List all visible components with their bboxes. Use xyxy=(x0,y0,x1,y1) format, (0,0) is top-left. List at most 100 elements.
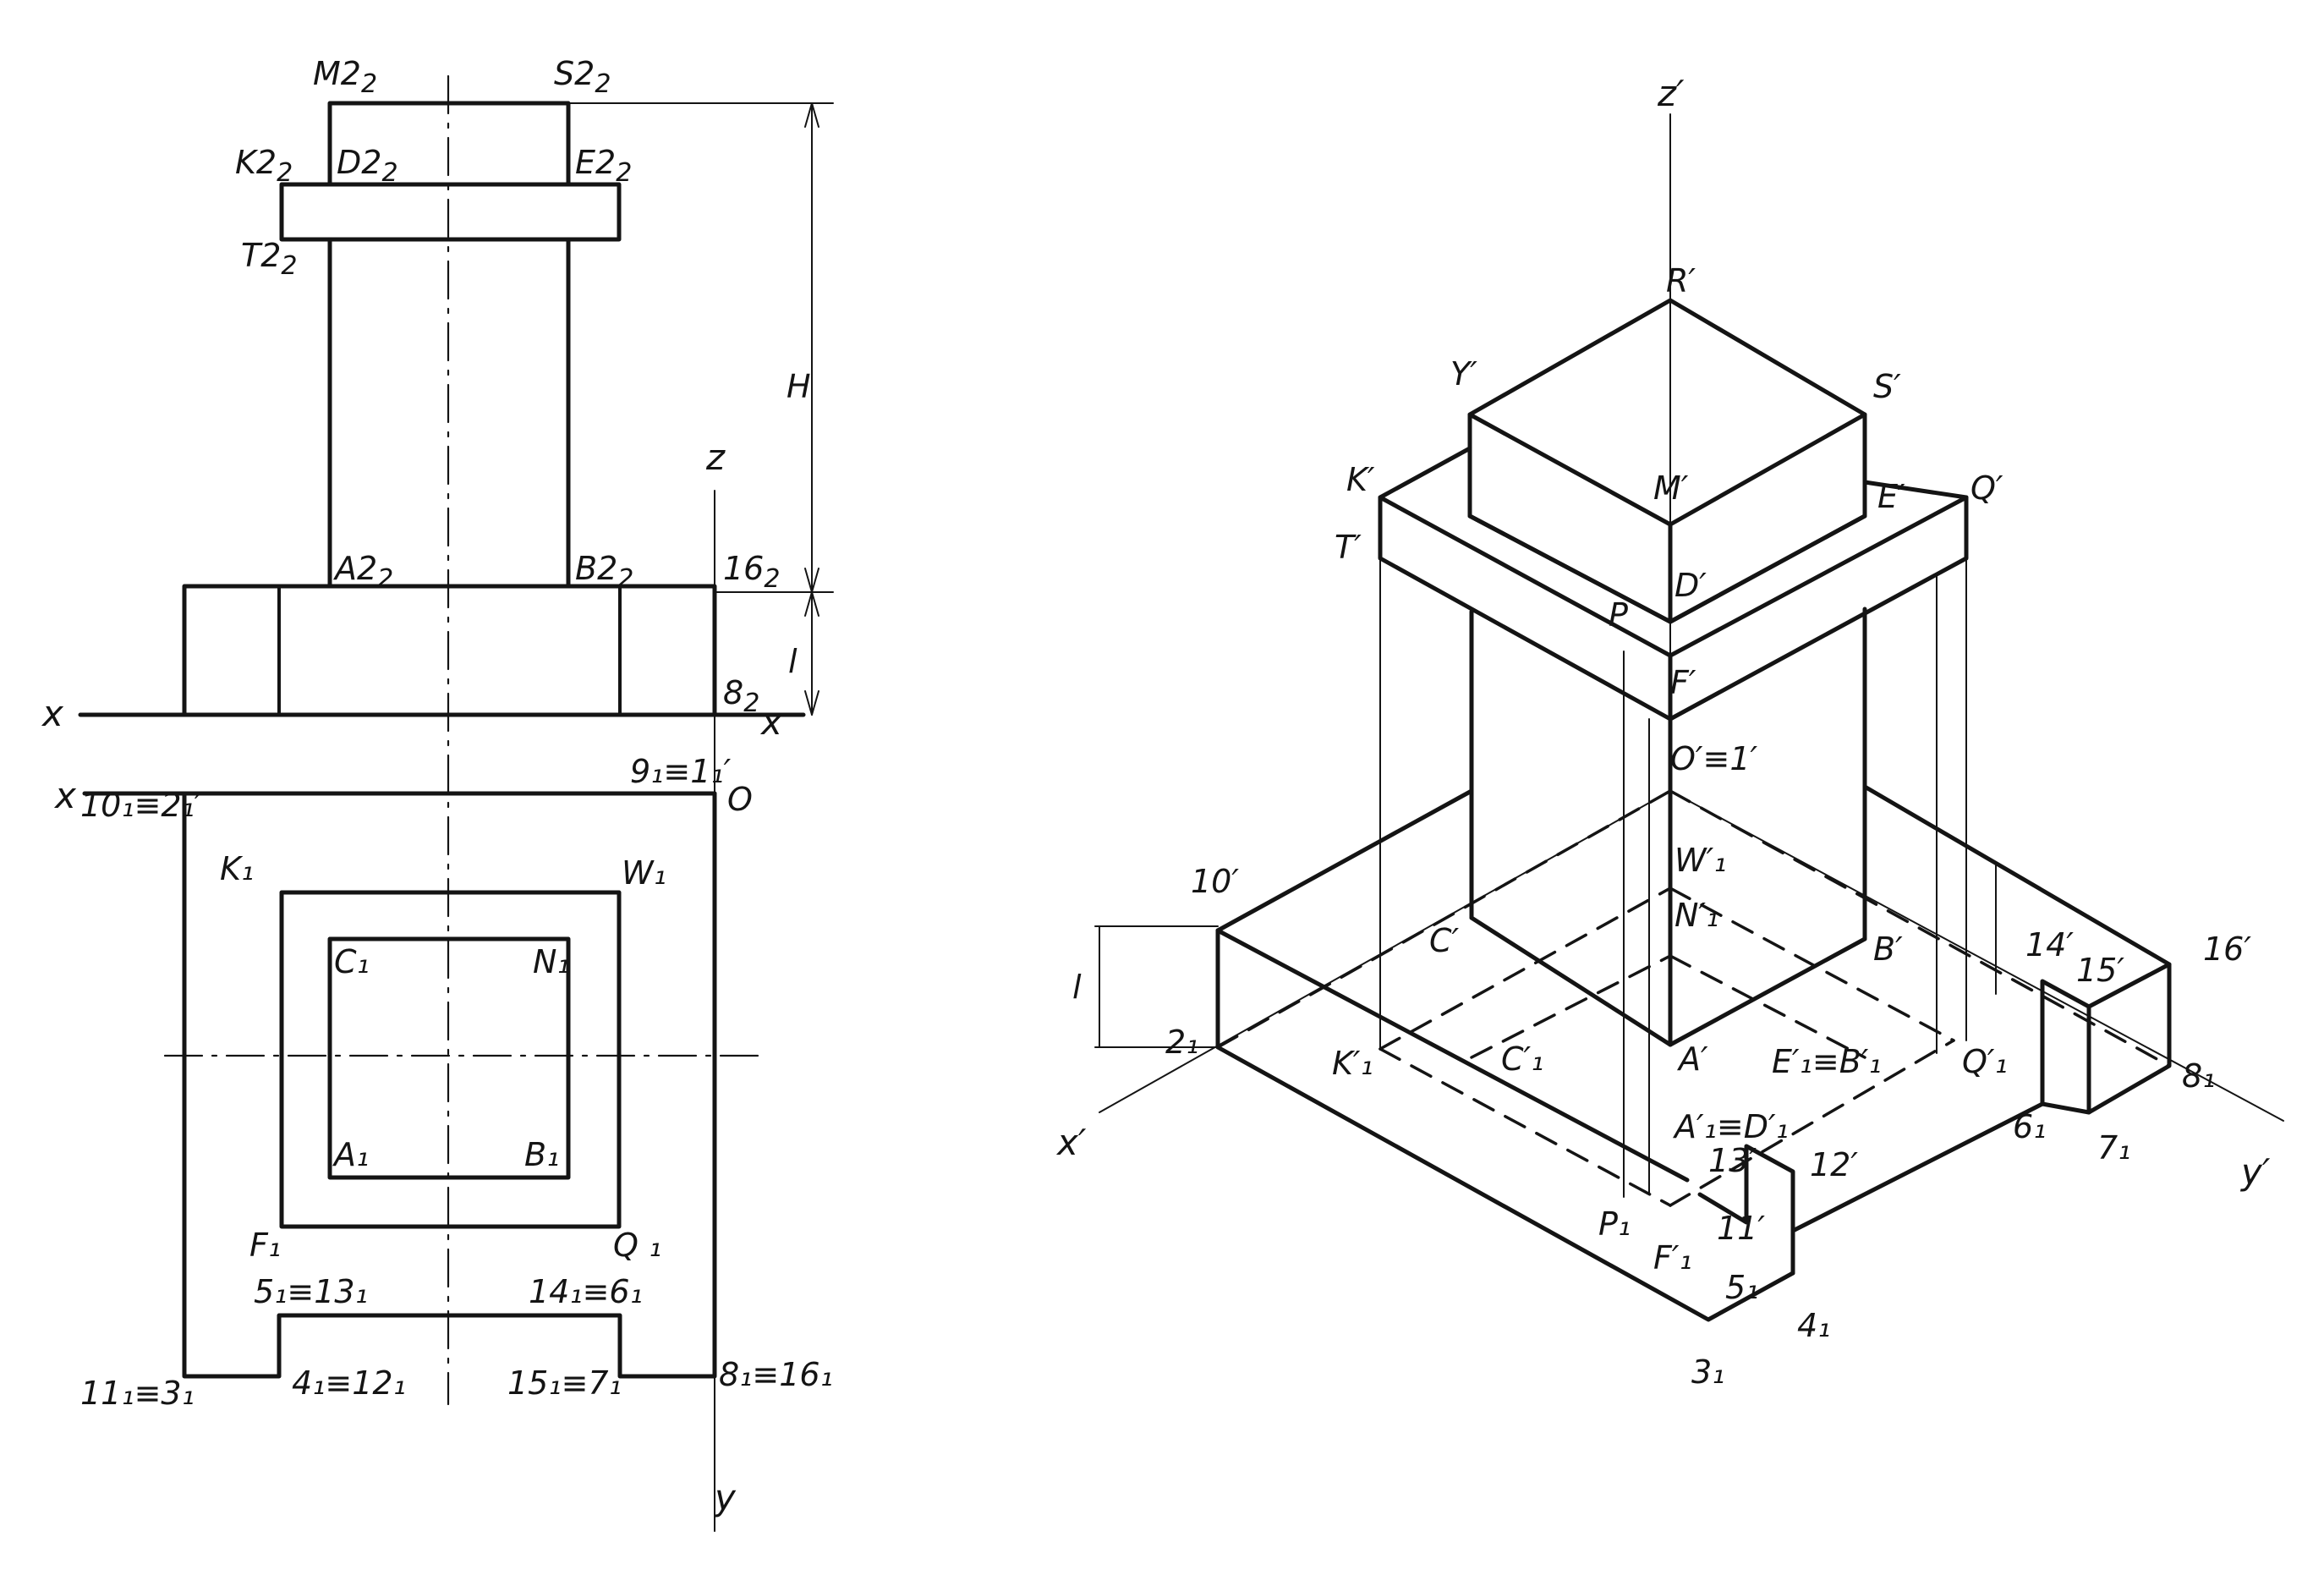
label-16: 16′ xyxy=(2203,930,2251,968)
label-6: 6₁ xyxy=(2013,1108,2046,1145)
label-F1: F₁ xyxy=(249,1227,281,1264)
label-R: R′ xyxy=(1666,262,1696,299)
label-E: E′ xyxy=(1877,478,1905,515)
label-7: 7₁ xyxy=(2097,1129,2130,1167)
label-B1: B₁ xyxy=(524,1136,559,1173)
base-edge xyxy=(2086,962,2172,1009)
label-F: F′ xyxy=(1670,664,1696,701)
label-2: 2₁ xyxy=(1165,1024,1198,1061)
label-8-16: 8₁≡16₁ xyxy=(719,1356,833,1393)
column-edge xyxy=(1668,936,1867,1047)
label-P1: P₁ xyxy=(1598,1205,1631,1243)
flange-outline-axo xyxy=(1378,446,1969,722)
flange-edge xyxy=(1668,495,1969,658)
label-15: 15′ xyxy=(2076,952,2124,989)
label-l: l xyxy=(788,643,798,680)
label-Q1-axo: Q′₁ xyxy=(1962,1043,2008,1080)
base-outline xyxy=(182,584,717,717)
label-S2: S22 xyxy=(554,55,611,99)
drawing-geometry xyxy=(78,74,2284,1532)
label-M2: M22 xyxy=(313,55,377,99)
hidden-line xyxy=(1216,789,1672,1049)
label-14-6: 14₁≡6₁ xyxy=(529,1273,643,1310)
label-5: 5₁ xyxy=(1725,1269,1758,1306)
label-x-prime: x′ xyxy=(1055,1122,1087,1163)
flange-edge xyxy=(1378,495,1673,658)
column-edge xyxy=(1469,915,1673,1047)
flange-outline xyxy=(279,182,622,242)
flange-plan xyxy=(279,890,622,1229)
label-10-2: 10₁≡2₁′ xyxy=(80,787,202,824)
label-C1-axo: C′₁ xyxy=(1501,1040,1543,1078)
label-15-7: 15₁≡7₁ xyxy=(507,1364,622,1402)
label-x-top: x xyxy=(53,775,77,816)
label-x-right: x xyxy=(759,701,783,743)
dim-arrow xyxy=(804,591,819,617)
label-E1-B1: E′₁≡B′₁ xyxy=(1772,1043,1882,1080)
label-Y: Y′ xyxy=(1450,355,1477,392)
label-K: K′ xyxy=(1346,461,1375,498)
label-T2: T22 xyxy=(241,237,297,281)
label-F1-axo: F′₁ xyxy=(1653,1239,1692,1276)
label-8-2: 82 xyxy=(723,674,759,718)
label-P: P xyxy=(1609,596,1628,634)
label-3: 3₁ xyxy=(1691,1353,1724,1391)
label-B: B′ xyxy=(1873,930,1903,968)
label-B2: B22 xyxy=(575,550,633,594)
label-W1-axo: W′₁ xyxy=(1674,842,1726,879)
base-top-left xyxy=(1215,788,1474,933)
label-z-prime: z′ xyxy=(1657,73,1685,114)
label-14: 14′ xyxy=(2025,926,2074,963)
hidden-line xyxy=(1669,789,2171,1068)
label-8: 8₁ xyxy=(2182,1057,2215,1095)
label-Q: Q′ xyxy=(1970,469,2003,507)
label-y-bottom: y xyxy=(713,1477,737,1518)
base-edge xyxy=(1215,928,1690,1183)
cap-edge xyxy=(1467,412,1673,527)
label-N1-axo: N′₁ xyxy=(1674,897,1718,934)
label-12: 12′ xyxy=(1810,1146,1858,1183)
base-edge xyxy=(2040,1101,2091,1115)
label-y-prime: y′ xyxy=(2239,1151,2271,1193)
label-K2: K22 xyxy=(235,144,293,188)
hidden-line xyxy=(1470,954,1672,1059)
label-O-1: O′≡1′ xyxy=(1670,740,1758,777)
label-A2: A22 xyxy=(332,550,393,594)
hidden-line xyxy=(1669,954,1866,1059)
label-10: 10′ xyxy=(1191,863,1239,900)
dim-arrow xyxy=(804,690,819,716)
column-plan xyxy=(327,936,571,1180)
label-S: S′ xyxy=(1873,368,1901,405)
label-H: H xyxy=(787,368,811,405)
label-T: T′ xyxy=(1335,529,1362,566)
hidden-line xyxy=(1379,1047,1672,1207)
dim-arrow xyxy=(804,102,819,128)
label-11-3: 11₁≡3₁ xyxy=(80,1375,195,1412)
base-right xyxy=(1862,784,2172,1115)
label-C1: C₁ xyxy=(334,943,370,980)
label-N1: N₁ xyxy=(533,943,570,980)
label-5-13: 5₁≡13₁ xyxy=(254,1273,368,1310)
label-A: A′ xyxy=(1676,1040,1708,1078)
label-z: z xyxy=(705,436,726,478)
hidden-line xyxy=(1669,1039,1955,1207)
hidden-line xyxy=(1669,887,1955,1042)
label-4-12: 4₁≡12₁ xyxy=(292,1364,406,1402)
label-D2: D22 xyxy=(337,144,398,188)
label-E2: E22 xyxy=(575,144,632,188)
label-4: 4₁ xyxy=(1797,1307,1830,1344)
label-11: 11′ xyxy=(1717,1210,1765,1247)
label-K1-axo: K′₁ xyxy=(1332,1045,1373,1082)
label-W1: W₁ xyxy=(622,854,666,892)
label-K1: K₁ xyxy=(220,850,254,887)
label-l-axo: l xyxy=(1072,969,1082,1006)
hidden-line xyxy=(1379,887,1672,1051)
label-x-left: x xyxy=(41,693,64,734)
label-C: C′ xyxy=(1429,922,1460,959)
base-front xyxy=(1215,928,1795,1322)
base-edge xyxy=(1790,1101,2045,1233)
cap-outline xyxy=(1467,298,1867,624)
